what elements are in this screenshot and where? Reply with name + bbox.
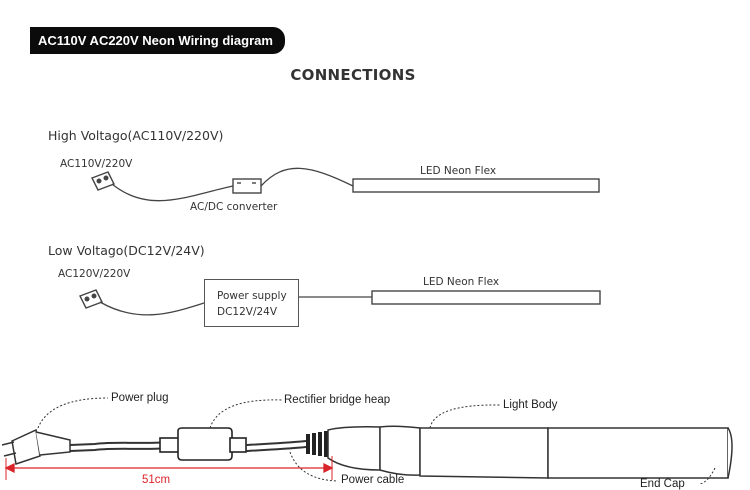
hv-neon-strip: [352, 178, 600, 193]
rectifier-label: Rectifier bridge heap: [284, 394, 391, 406]
lv-strip-label: LED Neon Flex: [423, 276, 500, 288]
power-supply-box: Power supply DC12V/24V: [204, 279, 299, 327]
power-plug-icon: [1, 428, 71, 465]
power-supply-line2: DC12V/24V: [217, 306, 278, 318]
power-plug-label: Power plug: [111, 392, 169, 404]
lv-neon-strip: [371, 290, 601, 305]
hv-converter-label: AC/DC converter: [190, 201, 278, 213]
rectifier-bridge-icon: [159, 427, 247, 461]
power-supply-line1: Power supply: [217, 290, 287, 302]
power-cable: [245, 440, 307, 446]
length-label: 51cm: [142, 474, 171, 486]
connections-heading: CONNECTIONS: [290, 66, 416, 84]
low-voltage-title: Low Voltago(DC12V/24V): [48, 243, 205, 258]
end-cap-label: End Cap: [640, 478, 685, 490]
lv-plug-icon: [79, 289, 103, 309]
title-banner: AC110V AC220V Neon Wiring diagram: [30, 27, 285, 54]
hv-input-cable: [111, 183, 234, 202]
light-body: [327, 425, 733, 479]
length-dimension: [4, 456, 334, 480]
light-body-label: Light Body: [503, 399, 558, 411]
hv-plug-label: AC110V/220V: [60, 158, 133, 170]
high-voltage-title: High Voltago(AC110V/220V): [48, 128, 224, 143]
lv-input-cable: [99, 301, 205, 316]
strain-relief-icon: [306, 431, 328, 457]
hv-plug-icon: [91, 171, 115, 191]
power-cable-label: Power cable: [341, 474, 405, 486]
hv-output-cable: [260, 167, 354, 187]
hv-strip-label: LED Neon Flex: [420, 165, 497, 177]
hv-converter-icon: [232, 178, 262, 194]
lv-plug-label: AC120V/220V: [58, 268, 131, 280]
